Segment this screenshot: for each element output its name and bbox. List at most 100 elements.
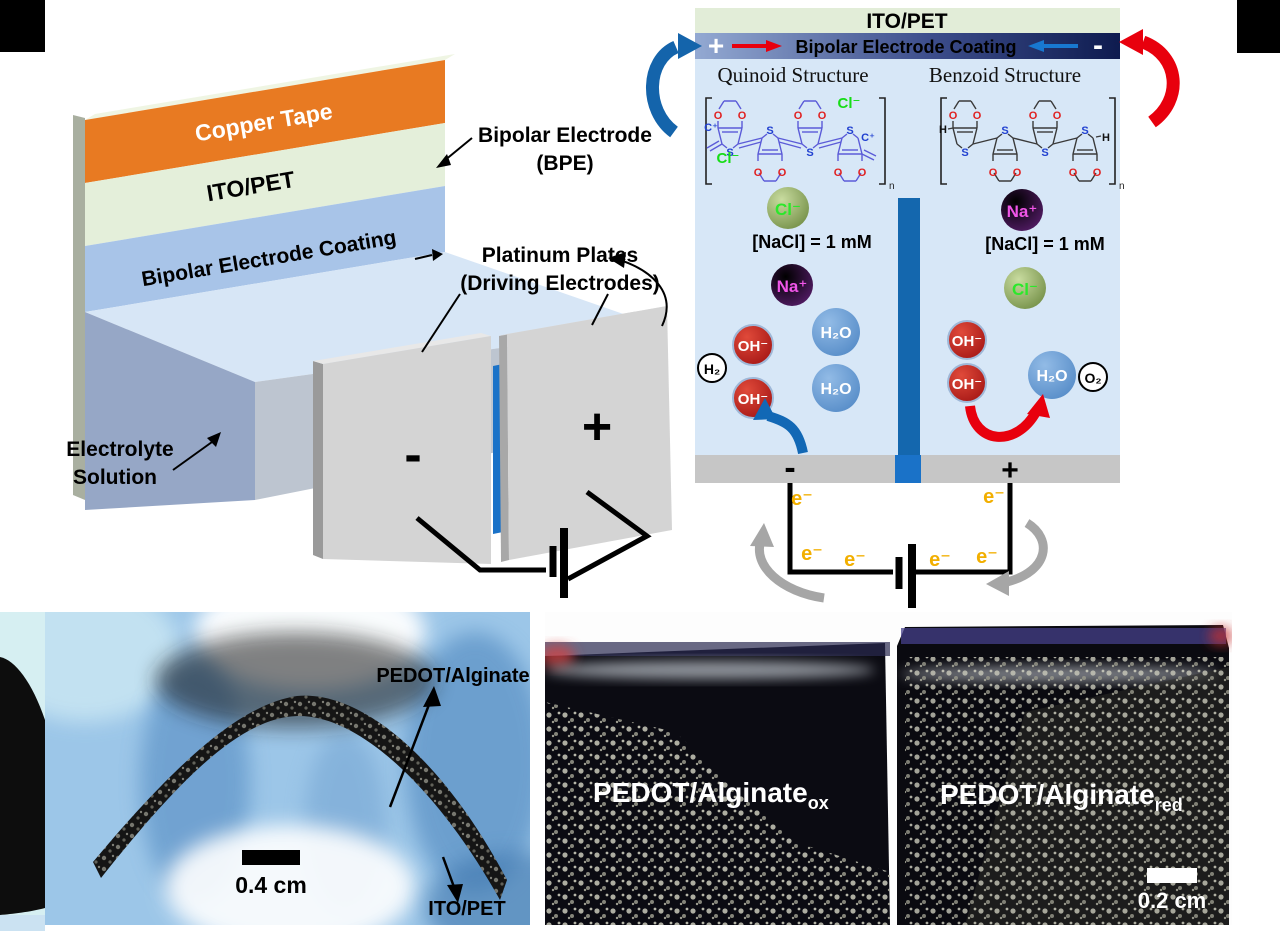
platinum-curved-arrowhead-icon (608, 252, 626, 268)
glow-under-film (165, 825, 415, 925)
sodium-ion-label: Na⁺ (777, 277, 808, 296)
electron-label: e⁻ (929, 549, 951, 571)
electron-label: e⁻ (801, 543, 823, 565)
blue-feedback-arrow (646, 41, 680, 138)
right-plate-edge (499, 334, 509, 562)
sodium-ion-label: Na⁺ (1007, 202, 1038, 221)
quinoid-title: Quinoid Structure (717, 63, 868, 87)
chain-double-bonds (737, 137, 843, 149)
hydroxide-label: OH⁻ (952, 333, 982, 350)
water-sphere (1028, 351, 1076, 399)
film-arrowhead-icon (423, 686, 441, 707)
platinum-left-arrowhead-icon (432, 249, 443, 261)
electron-label: e⁻ (844, 549, 866, 571)
electrode-minus-sign: - (784, 449, 795, 487)
scale-bar-label: 0.2 cm (1138, 888, 1207, 913)
sodium-ion-sphere (771, 264, 813, 306)
oxygen-gas-bubble (1078, 362, 1108, 392)
platinum-annotation-line1: Platinum Plates (482, 244, 638, 267)
copper-tape-face (85, 60, 445, 183)
scale-bar-label: 0.4 cm (235, 872, 307, 898)
chloride-counterion: Cl⁻ (717, 150, 740, 167)
platinum-curved-pointer (619, 259, 668, 327)
chloride-ion-sphere (767, 187, 809, 229)
bracket-right (879, 97, 886, 185)
sample-ox-label-sub: ox (808, 793, 829, 813)
gray-arrowhead-icon (750, 523, 774, 547)
left-plate-top (313, 333, 491, 364)
left-arrow-icon (1028, 40, 1044, 52)
red-feedback-arrowhead-icon (1119, 29, 1143, 55)
hydroxide-label: OH⁻ (952, 376, 982, 393)
hydroxide-sphere (732, 324, 774, 366)
flexible-film-photo: PEDOT/Alginate ITO/PET 0.4 cm (45, 612, 530, 925)
chloride-ion-label: Cl⁻ (1012, 280, 1038, 299)
benzoid-title: Benzoid Structure (929, 63, 1081, 87)
oxidation-arrowhead-icon (1027, 394, 1050, 418)
substrate-arrowhead-icon (447, 884, 463, 903)
electrolyte-annotation-line2: Solution (73, 466, 157, 489)
anodic-compartment: Na⁺ [NaCl] = 1 mM Cl⁻ OH⁻ OH⁻ H₂O O₂ (947, 189, 1108, 442)
repeat-n: n (889, 181, 895, 192)
hydroxide-label: OH⁻ (738, 391, 768, 408)
atom-C-plus: C⁺ (861, 132, 875, 144)
crop-mark-top-right (1237, 0, 1280, 53)
gray-circulation-arrow-right (1005, 519, 1048, 587)
bpe-arrowhead-icon (436, 154, 451, 168)
strip-silhouette (0, 657, 45, 915)
exocyclic-bonds (706, 140, 877, 161)
chain-bonds (972, 137, 1078, 145)
water-label: H₂O (820, 381, 851, 398)
electron-flow-labels: e⁻ e⁻ e⁻ e⁻ e⁻ e⁻ (791, 486, 1005, 571)
coating-wall (85, 186, 445, 312)
end-bonds (947, 127, 1102, 138)
electron-label: e⁻ (791, 488, 813, 510)
platinum-left-pointer (414, 254, 433, 260)
right-arrow-icon (766, 40, 782, 52)
sample-ox-label: PEDOT/Alginateox (593, 777, 829, 813)
coating-bar-label: Bipolar Electrode Coating (795, 37, 1016, 57)
gray-circulation-arrow-left (754, 538, 825, 603)
red-residue (545, 645, 575, 667)
mechanism-schematic: O O S O O S O O S (646, 8, 1180, 608)
tank-left-wall (85, 312, 255, 510)
bpe-center-bar (898, 198, 920, 455)
sample-ox-top-tint (545, 642, 890, 656)
bracket-right (1109, 97, 1116, 185)
film-annotation-label: PEDOT/Alginate (376, 665, 529, 687)
glove-corner-shadow (425, 852, 530, 925)
sample-red-label-sub: red (1155, 795, 1183, 815)
chloride-ion-sphere (1004, 267, 1046, 309)
coating-bar-plus: + (708, 30, 724, 61)
water-sphere (812, 308, 860, 356)
sample-ox-speckles (545, 702, 890, 925)
left-plate-edge (313, 361, 323, 559)
glove-highlight (45, 612, 180, 722)
pointer-to-right-plate (591, 293, 609, 326)
bracket-left (940, 97, 947, 185)
ito-pet-bar-label: ITO/PET (866, 10, 947, 33)
nacl-concentration: [NaCl] = 1 mM (752, 232, 872, 252)
bpe-annotation-line1: Bipolar Electrode (478, 124, 652, 147)
sample-red-top-tint (901, 628, 1226, 644)
nacl-concentration: [NaCl] = 1 mM (985, 234, 1105, 254)
crop-mark-top-left (0, 0, 45, 52)
atom-H: H (1102, 132, 1110, 144)
battery-wire-right (566, 489, 652, 582)
water-label: H₂O (1036, 368, 1067, 385)
samples-photo: PEDOT/Alginateox PEDOT/Alginatered 0.2 c… (545, 612, 1232, 925)
scale-bar (242, 850, 300, 865)
meniscus-streak (545, 661, 875, 679)
bpe-annotation-line2: (BPE) (536, 152, 593, 175)
battery-wire-left (415, 516, 546, 573)
left-plate-face (323, 336, 491, 564)
quinoid-structure: n C⁺ C⁺ Cl⁻ Cl⁻ (704, 95, 894, 192)
chloride-ion-label: Cl⁻ (775, 200, 801, 219)
bpe-bar-foot (895, 455, 921, 483)
hydroxide-label: OH⁻ (738, 338, 768, 355)
hydrogen-gas-bubble (697, 353, 727, 383)
film-annotation-line (388, 701, 432, 808)
substrate-annotation-line (441, 856, 456, 888)
water-sphere (812, 364, 860, 412)
right-plate-face (507, 306, 672, 560)
